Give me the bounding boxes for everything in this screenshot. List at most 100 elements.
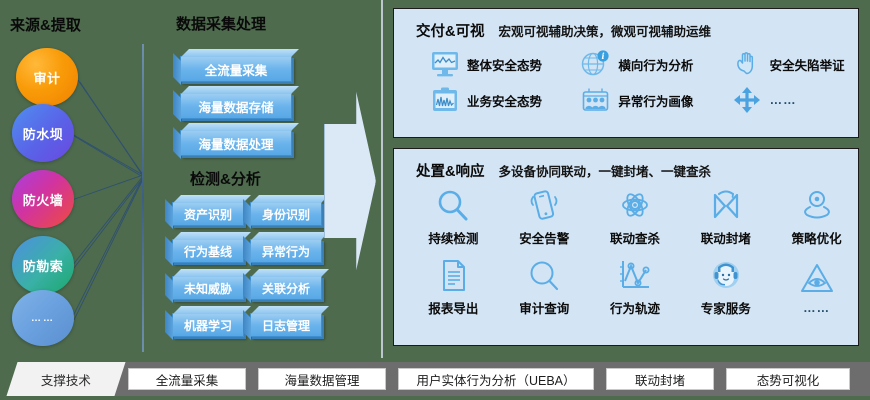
source-circle-more[interactable]: ……	[12, 290, 74, 346]
support-chip-mass-data-mgmt[interactable]: 海量数据管理	[258, 368, 386, 390]
chip-label: 态势可视化	[756, 373, 820, 388]
response-panel-subtitle: 多设备协同联动，一键封堵、一键查杀	[498, 165, 711, 179]
eye-triangle-icon	[800, 263, 833, 292]
item-label: 安全失陷举证	[769, 58, 845, 73]
box-label: 海量数据处理	[198, 137, 274, 152]
detect-box-log-management[interactable]: 日志管理	[250, 313, 322, 337]
flow-arrow-icon	[324, 92, 376, 270]
item-label: 审计查询	[519, 302, 570, 316]
source-circle-ransomware[interactable]: 防勒索	[12, 236, 74, 294]
globe-info-icon: i	[582, 50, 609, 76]
response-item-policy-optimization[interactable]: 策略优化	[775, 187, 858, 247]
connector-lines	[71, 79, 144, 321]
people-group-icon	[583, 88, 609, 111]
handling-response-panel: 处置&响应 多设备协同联动，一键封堵、一键查杀 持续检测	[393, 148, 859, 346]
tag-label: 支撑技术	[40, 373, 91, 388]
chip-label: 用户实体行为分析（UEBA）	[416, 373, 576, 388]
item-label: 业务安全态势	[467, 94, 543, 109]
delivery-visual-panel: 交付&可视 宏观可视辅助决策，微观可视辅助运维 整体安全态势	[393, 8, 859, 138]
visual-item-business-posture[interactable]: 业务安全态势	[430, 86, 555, 114]
visual-item-overall-posture[interactable]: 整体安全态势	[430, 50, 555, 78]
support-chip-linked-blocking[interactable]: 联动封堵	[606, 368, 714, 390]
support-chip-situation-visualization[interactable]: 态势可视化	[726, 368, 850, 390]
chip-label: 全流量采集	[155, 373, 219, 388]
response-item-more[interactable]: ……	[775, 260, 858, 315]
headset-agent-icon	[712, 262, 739, 288]
item-label: 横向行为分析	[618, 58, 694, 73]
trajectory-chart-icon	[619, 261, 650, 288]
response-item-security-alert[interactable]: 安全告警	[503, 187, 586, 247]
box-label: 资产识别	[183, 207, 232, 222]
supporting-tech-tag: 支撑技术	[6, 362, 126, 396]
item-label: 异常行为画像	[618, 94, 694, 109]
source-circle-waterdam[interactable]: 防水坝	[12, 104, 74, 162]
support-chip-full-traffic[interactable]: 全流量采集	[128, 368, 246, 390]
visual-panel-subtitle: 宏观可视辅助决策，微观可视辅助运维	[498, 25, 711, 39]
block-arrows-icon	[713, 190, 738, 219]
collect-box-mass-processing[interactable]: 海量数据处理	[180, 130, 292, 156]
source-circle-label: 防火墙	[22, 192, 64, 208]
response-item-continuous-detection[interactable]: 持续检测	[412, 187, 495, 247]
box-label: 全流量采集	[204, 63, 268, 78]
source-circle-firewall[interactable]: 防火墙	[12, 170, 74, 228]
item-label: 策略优化	[791, 232, 842, 246]
box-label: 异常行为	[261, 244, 310, 259]
source-circle-label: 防勒索	[22, 258, 64, 274]
response-item-linked-blocking[interactable]: 联动封堵	[684, 187, 767, 247]
svg-text:i: i	[602, 51, 605, 61]
item-label: 安全告警	[519, 232, 570, 246]
visual-item-lateral-behavior[interactable]: i 横向行为分析	[581, 50, 706, 78]
visual-item-more[interactable]: ……	[733, 86, 858, 114]
source-circle-audit[interactable]: 审计	[16, 48, 78, 106]
item-label: 联动查杀	[609, 232, 660, 246]
visual-item-compromise-evidence[interactable]: 安全失陷举证	[733, 50, 858, 78]
item-label: 联动封堵	[700, 232, 751, 246]
four-way-arrows-icon	[733, 87, 760, 113]
box-label: 海量数据存储	[198, 100, 274, 115]
detect-box-asset-identification[interactable]: 资产识别	[172, 202, 244, 226]
item-label: 专家服务	[700, 302, 751, 316]
chip-label: 海量数据管理	[284, 373, 360, 388]
collect-box-mass-storage[interactable]: 海量数据存储	[180, 93, 292, 119]
item-label: 报表导出	[428, 302, 479, 316]
atom-icon	[622, 193, 648, 217]
magnifier-icon	[439, 190, 468, 221]
visual-panel-title: 交付&可视	[416, 24, 485, 40]
support-chip-ueba[interactable]: 用户实体行为分析（UEBA）	[398, 368, 594, 390]
response-item-expert-service[interactable]: 专家服务	[684, 257, 767, 317]
response-item-report-export[interactable]: 报表导出	[412, 257, 495, 317]
source-circle-label: 审计	[33, 70, 61, 86]
item-label: 整体安全态势	[467, 58, 543, 73]
item-label: ……	[769, 93, 797, 107]
response-item-audit-query[interactable]: 审计查询	[503, 257, 586, 317]
visual-item-abnormal-profile[interactable]: 异常行为画像	[581, 86, 706, 114]
section-divider	[381, 0, 383, 358]
hand-pointer-icon	[736, 52, 753, 75]
source-circle-label: ……	[31, 312, 55, 324]
location-pin-icon	[803, 191, 830, 219]
item-label: 行为轨迹	[609, 302, 660, 316]
collect-box-full-traffic[interactable]: 全流量采集	[180, 56, 292, 82]
source-circle-label: 防水坝	[22, 126, 64, 142]
box-label: 未知威胁	[183, 281, 232, 296]
item-label: 持续检测	[428, 232, 479, 246]
detect-box-correlation-analysis[interactable]: 关联分析	[250, 276, 322, 300]
collect-section-title: 数据采集处理	[176, 16, 267, 33]
search-icon	[530, 261, 559, 291]
detect-box-behavior-baseline[interactable]: 行为基线	[172, 239, 244, 263]
clipboard-chart-icon	[433, 87, 457, 111]
box-label: 日志管理	[261, 318, 310, 333]
response-panel-title: 处置&响应	[416, 164, 485, 180]
left-spine-line	[142, 44, 144, 352]
response-item-behavior-trace[interactable]: 行为轨迹	[594, 257, 677, 317]
box-label: 身份识别	[261, 207, 310, 222]
response-item-linked-killing[interactable]: 联动查杀	[594, 187, 677, 247]
detect-box-abnormal-behavior[interactable]: 异常行为	[250, 239, 322, 263]
detect-box-machine-learning[interactable]: 机器学习	[172, 313, 244, 337]
detect-box-unknown-threat[interactable]: 未知威胁	[172, 276, 244, 300]
detect-box-identity-identification[interactable]: 身份识别	[250, 202, 322, 226]
box-label: 关联分析	[261, 281, 310, 296]
chip-label: 联动封堵	[634, 373, 685, 388]
left-section-title: 来源&提取	[10, 17, 81, 34]
